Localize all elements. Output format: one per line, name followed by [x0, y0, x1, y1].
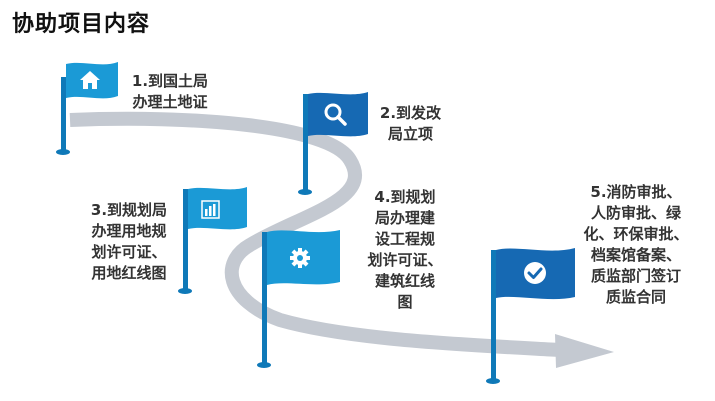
step-3-text: 3.到规划局 办理用地规 划许可证、 用地红线图	[90, 201, 168, 282]
bar-chart-icon	[201, 200, 220, 219]
step-4-text: 4.到规划 局办理建 设工程规 划许可证、 建筑红线 图	[367, 188, 443, 311]
road-arrowhead	[555, 334, 614, 368]
check-icon	[524, 262, 546, 284]
gear-icon	[290, 248, 310, 268]
step-1-text: 1.到国土局 办理土地证	[131, 72, 209, 111]
road-path	[69, 111, 561, 357]
step-2-text: 2.到发改 局立项	[379, 104, 442, 143]
flag-step-4	[257, 230, 340, 368]
flag-step-3	[178, 187, 247, 294]
flag-step-5	[486, 248, 575, 384]
home-icon	[80, 71, 100, 89]
flag-step-1	[56, 62, 118, 155]
flag-step-2	[298, 92, 368, 195]
search-icon	[324, 103, 347, 126]
page-title: 协助项目内容	[12, 12, 151, 37]
step-5-text: 5.消防审批、 人防审批、绿 化、环保审批、 档案馆备案、 质监部门签订 质监合…	[583, 183, 689, 306]
